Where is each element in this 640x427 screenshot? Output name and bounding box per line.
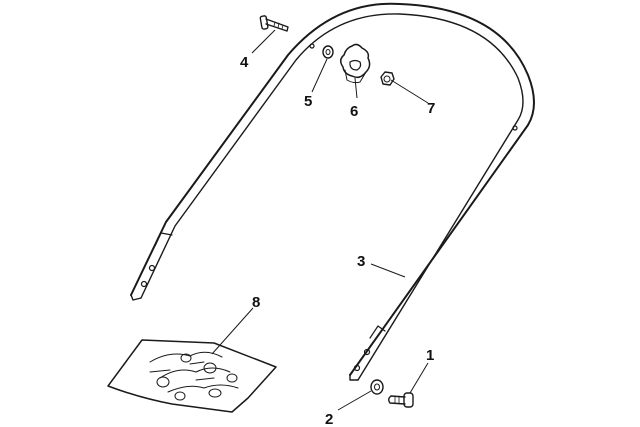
leader-7 bbox=[390, 79, 429, 104]
washer-part-2 bbox=[370, 379, 384, 395]
knob-part-6 bbox=[340, 43, 371, 84]
callout-labels: 4 5 6 7 3 8 1 2 bbox=[240, 54, 435, 427]
callout-2: 2 bbox=[325, 411, 333, 427]
leader-4 bbox=[251, 29, 276, 54]
leader-8 bbox=[211, 307, 254, 355]
leader-2 bbox=[337, 390, 372, 411]
callout-5: 5 bbox=[304, 93, 312, 110]
washer-part-5 bbox=[322, 45, 334, 59]
hardware-bag-part-8 bbox=[107, 339, 277, 413]
bolt-part-4 bbox=[259, 15, 289, 32]
nut-part-7 bbox=[380, 71, 395, 86]
leader-6 bbox=[354, 77, 358, 99]
callout-4: 4 bbox=[240, 54, 249, 71]
leader-3 bbox=[370, 263, 406, 278]
handle-frame bbox=[130, 2, 535, 381]
bolt-part-1 bbox=[388, 392, 414, 408]
callout-6: 6 bbox=[350, 103, 358, 120]
callout-1: 1 bbox=[426, 347, 434, 364]
leader-lines bbox=[211, 29, 429, 411]
callout-8: 8 bbox=[252, 294, 260, 311]
callout-7: 7 bbox=[427, 100, 435, 117]
leader-5 bbox=[311, 58, 328, 93]
leader-1 bbox=[409, 362, 429, 394]
callout-3: 3 bbox=[357, 253, 365, 270]
